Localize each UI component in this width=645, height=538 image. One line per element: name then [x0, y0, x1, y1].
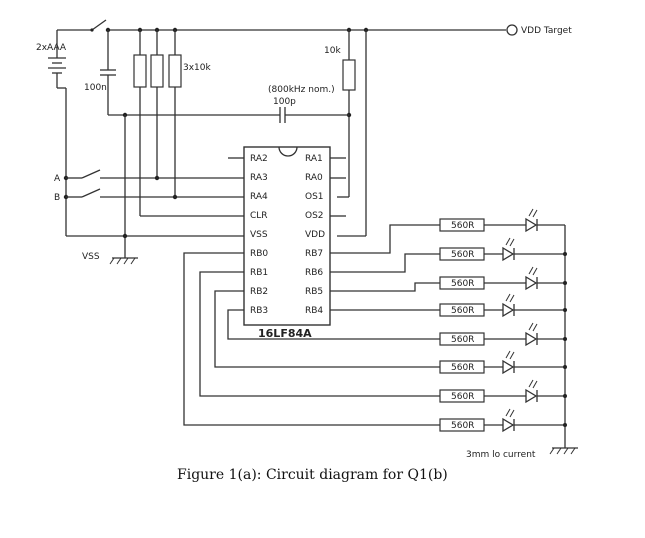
led-note-label: 3mm lo current — [466, 450, 536, 460]
pin-left-3: RA4 — [250, 192, 268, 202]
pin-right-7: RB6 — [305, 268, 323, 278]
pin-right-6: RB7 — [305, 249, 323, 259]
pin-left-1: RA2 — [250, 154, 268, 164]
chip-name: 16LF84A — [258, 327, 312, 340]
vss-label: VSS — [82, 252, 100, 262]
pin-left-4: CLR — [250, 211, 268, 221]
vdd-target-terminal — [506, 24, 518, 36]
pullup-resistors: 3x10k — [133, 30, 212, 216]
led-channel-5: 560R — [227, 309, 565, 347]
cap-100p-label: 100p — [273, 97, 296, 107]
led-channel-7: 560R — [199, 271, 565, 404]
osc-freq-label: (800kHz nom.) — [268, 85, 335, 95]
switch-a-label: A — [54, 174, 61, 184]
pin-right-3: OS1 — [305, 192, 324, 202]
battery-label: 2xAAA — [36, 43, 67, 53]
led-channel-2: 560R — [330, 237, 565, 273]
vdd-target-label: VDD Target — [521, 26, 572, 36]
pin-left-2: RA3 — [250, 173, 268, 183]
ground-net: VSS — [66, 115, 244, 265]
pin-left-7: RB1 — [250, 268, 268, 278]
led-channel-8: 560R — [183, 252, 565, 433]
pin-right-8: RB5 — [305, 287, 323, 297]
pin-right-1: RA1 — [305, 154, 323, 164]
pin-left-6: RB0 — [250, 249, 268, 259]
led-channel-6: 560R — [214, 290, 565, 375]
pin-left-9: RB3 — [250, 306, 268, 316]
resistor-label-5: 560R — [451, 335, 474, 345]
pin-right-4: OS2 — [305, 211, 324, 221]
power-section: 2xAAA VDD Target — [36, 19, 572, 236]
pin-left-8: RB2 — [250, 287, 268, 297]
decoupling-capacitor: 100n — [84, 30, 116, 115]
power-switch — [90, 19, 107, 32]
pin-left-5: VSS — [250, 230, 268, 240]
switch-b-label: B — [54, 193, 60, 203]
led-channel-3: 560R — [330, 266, 565, 292]
battery-symbol — [48, 30, 67, 236]
switch-b: B — [54, 188, 244, 203]
pullups-label: 3x10k — [183, 63, 212, 73]
resistor-label-6: 560R — [451, 363, 474, 373]
figure-caption: Figure 1(a): Circuit diagram for Q1(b) — [177, 467, 448, 483]
resistor-label-7: 560R — [451, 392, 474, 402]
pin-right-9: RB4 — [305, 306, 323, 316]
resistor-label-3: 560R — [451, 279, 474, 289]
pin-right-5: VDD — [305, 230, 325, 240]
pin-right-2: RA0 — [305, 173, 323, 183]
cap-100n-label: 100n — [84, 83, 107, 93]
microcontroller-chip: RA2 RA3 RA4 CLR VSS RB0 RB1 RB2 RB3 RA1 … — [243, 146, 331, 340]
resistor-label-2: 560R — [451, 250, 474, 260]
led-channel-1: 560R — [330, 208, 565, 254]
led-ground: 3mm lo current — [466, 225, 578, 460]
rc-oscillator: 10k (800kHz nom.) 100p — [108, 30, 356, 198]
led-channel-4: 560R — [330, 293, 565, 318]
switch-a: A — [54, 169, 244, 184]
r10k-label: 10k — [324, 46, 341, 56]
resistor-label-8: 560R — [451, 421, 474, 431]
resistor-label-4: 560R — [451, 306, 474, 316]
resistor-label-1: 560R — [451, 221, 474, 231]
